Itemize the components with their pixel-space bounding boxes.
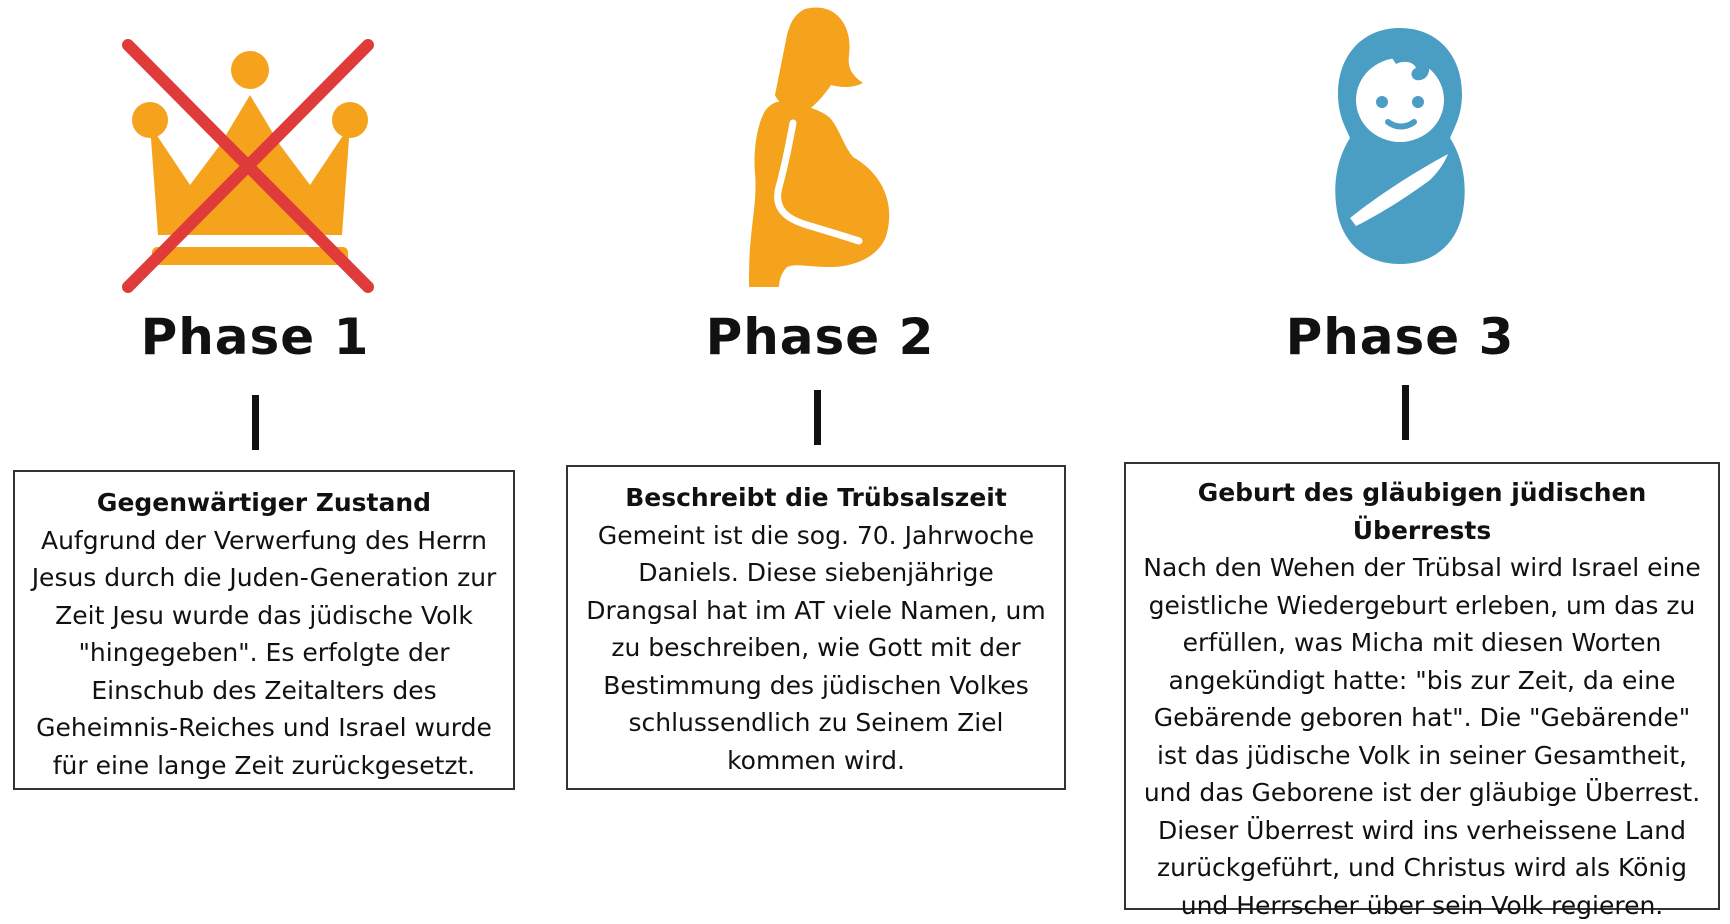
crown-left-ball — [132, 102, 168, 138]
phase-2-heading: Beschreibt die Trübsalszeit — [625, 483, 1007, 512]
baby-right-eye — [1412, 96, 1424, 108]
crown-center-ball — [231, 51, 269, 89]
crossed-out-crown-icon — [122, 39, 374, 293]
phase-3-connector — [1402, 385, 1409, 440]
phase-3-heading: Geburt des gläubigen jüdischen Überrests — [1197, 478, 1647, 545]
phase-2-description-box: Beschreibt die Trübsalszeit Gemeint ist … — [566, 465, 1066, 790]
phase-2-body: Gemeint ist die sog. 70. Jahrwoche Danie… — [586, 520, 1046, 775]
silhouette-head — [775, 7, 863, 112]
swaddle-fold — [1350, 154, 1448, 226]
silhouette-body — [749, 101, 890, 287]
phase-1-column: Phase 1 Gegenwärtiger Zustand Aufgrund d… — [0, 0, 560, 919]
phase-1-heading: Gegenwärtiger Zustand — [96, 488, 432, 517]
phase-2-title: Phase 2 — [705, 308, 935, 366]
crown-base — [152, 247, 348, 265]
pregnant-woman-icon — [749, 7, 890, 287]
phase-1-connector — [252, 395, 259, 450]
cross-line-2 — [122, 39, 374, 293]
phase-2-connector — [814, 390, 821, 445]
phase-1-title: Phase 1 — [140, 308, 370, 366]
phase-3-title: Phase 3 — [1285, 308, 1515, 366]
phase-3-description-box: Geburt des gläubigen jüdischen Überrests… — [1124, 462, 1720, 920]
phase-2-column: Phase 2 Beschreibt die Trübsalszeit Geme… — [560, 0, 1080, 919]
baby-hair-curl — [1392, 51, 1430, 81]
swaddled-baby-icon — [1335, 28, 1465, 264]
silhouette-arm — [774, 119, 863, 245]
phase-1-body: Aufgrund der Verwerfung des Herrn Jesus … — [31, 525, 497, 780]
baby-smile — [1385, 119, 1417, 130]
phase-3-column: Phase 3 Geburt des gläubigen jüdischen Ü… — [1120, 0, 1730, 920]
baby-left-eye — [1376, 96, 1388, 108]
phase-1-description-box: Gegenwärtiger Zustand Aufgrund der Verwe… — [13, 470, 515, 790]
phase-3-body: Nach den Wehen der Trübsal wird Israel e… — [1143, 553, 1701, 920]
crown-right-ball — [332, 102, 368, 138]
